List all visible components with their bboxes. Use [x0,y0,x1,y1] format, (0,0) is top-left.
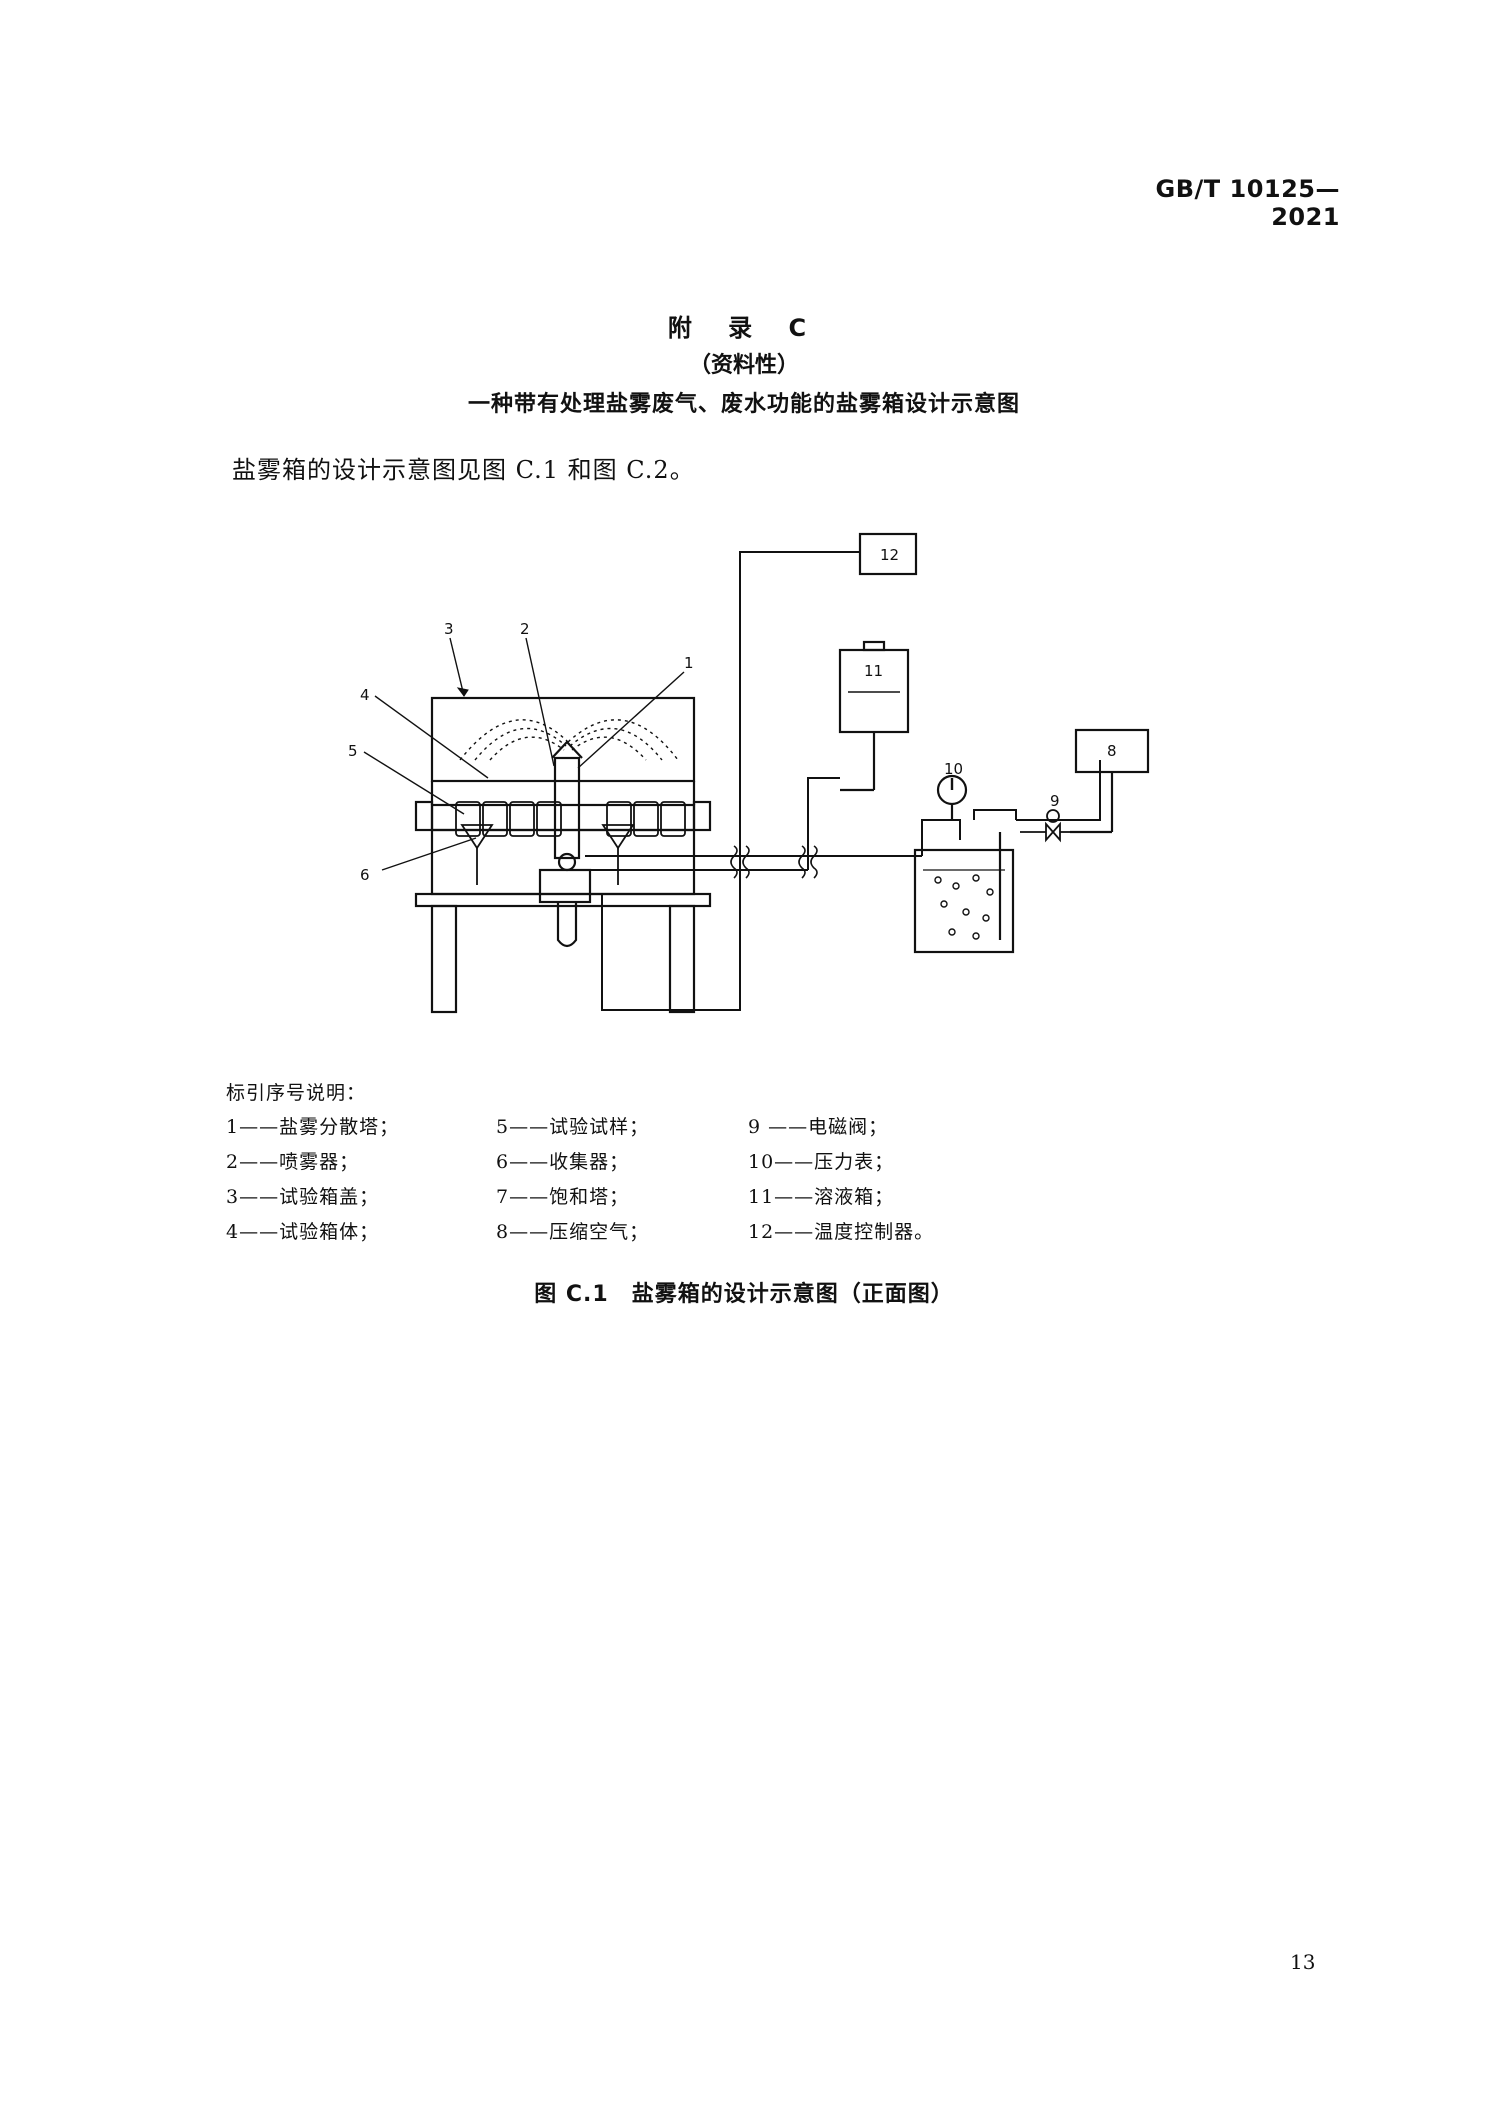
legend-item: 11——溶液箱； [748,1186,895,1208]
legend-item: 8——压缩空气； [496,1221,650,1243]
test-chamber-lid [430,696,696,783]
chamber-leg-left [430,904,458,1014]
legend-item: 9 ——电磁阀； [748,1116,889,1138]
legend-item: 4——试验箱体； [226,1221,380,1243]
appendix-type: （资料性） [688,353,799,378]
label-1: 1 [684,654,694,672]
label-9: 9 [1050,792,1060,810]
label-4: 4 [360,686,370,704]
label-5: 5 [348,742,358,760]
label-10: 10 [944,760,963,778]
label-8: 8 [1107,742,1117,760]
temperature-controller-box [858,532,918,576]
saturation-tower [538,868,592,904]
label-3: 3 [444,620,454,638]
label-12: 12 [880,546,899,564]
page-number: 13 [1290,1950,1316,1974]
pressure-gauge [936,774,968,820]
chamber-leg-right [668,904,696,1014]
label-6: 6 [360,866,370,884]
bubbles [934,874,994,940]
intro-paragraph: 盐雾箱的设计示意图见图 C.1 和图 C.2。 [232,456,695,484]
sprayer [551,740,583,759]
appendix-heading: 一种带有处理盐雾废气、废水功能的盐雾箱设计示意图 [467,392,1020,417]
collectors [460,824,635,885]
legend-item: 2——喷雾器； [226,1151,360,1173]
mist-dispersion-tower [553,756,581,860]
chamber-stand-top [414,892,712,908]
appendix-title: 附 录 C [667,314,821,342]
spray-mist [459,719,679,761]
legend-item: 6——收集器； [496,1151,630,1173]
solenoid-valve [1020,809,1070,843]
standard-number: GB/T 10125—2021 [1155,175,1340,231]
figure-caption: 图 C.1 盐雾箱的设计示意图（正面图） [534,1282,954,1307]
legend-title: 标引序号说明： [226,1082,367,1104]
legend-item: 12——温度控制器。 [748,1221,935,1243]
legend-item: 7——饱和塔； [496,1186,630,1208]
legend-item: 10——压力表； [748,1151,895,1173]
water-tank [913,848,1015,954]
label-11: 11 [864,662,883,680]
label-2: 2 [520,620,530,638]
legend-item: 5——试验试样； [496,1116,650,1138]
legend-item: 1——盐雾分散塔； [226,1116,400,1138]
piping [585,551,1101,1011]
legend-item: 3——试验箱盖； [226,1186,380,1208]
salt-spray-chamber-diagram: 3 2 1 4 5 6 12 11 8 10 9 [348,532,1150,1014]
test-specimens [455,801,686,837]
